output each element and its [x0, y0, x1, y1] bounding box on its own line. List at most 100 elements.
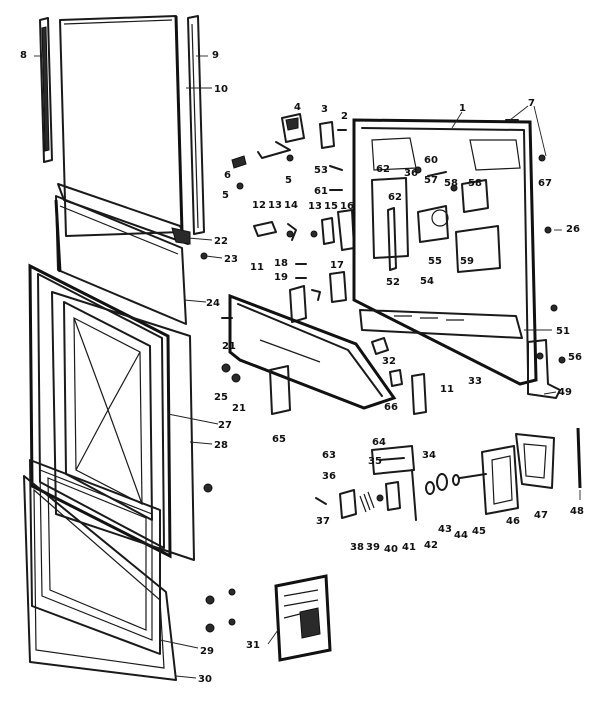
label-1: 1: [459, 103, 466, 114]
label-35: 35: [368, 456, 382, 467]
leader-lines: [34, 55, 581, 679]
label-21a: 21: [222, 341, 236, 352]
label-63: 63: [322, 450, 336, 461]
parts-36-38-39-40-spring-assembly: [339, 481, 401, 519]
part-46-fan-housing: [481, 445, 519, 515]
label-36a: 36: [404, 168, 418, 179]
label-11b: 11: [440, 384, 454, 395]
part-37-pin: [315, 497, 327, 505]
part-47-vent-cover: [515, 433, 555, 489]
part-51-bottom-rail: [359, 309, 523, 339]
screws-left: [200, 252, 241, 633]
part-22-bottom-trim: [57, 183, 191, 245]
part-8-left-trim-strip: [39, 17, 53, 163]
parts-12-13-14-hinges: [253, 221, 297, 241]
label-29: 29: [200, 646, 214, 657]
label-53: 53: [314, 165, 328, 176]
part-53-clip: [329, 165, 343, 171]
part-30-kick-plate: [23, 475, 177, 681]
label-9: 9: [212, 50, 219, 61]
label-41: 41: [402, 542, 416, 553]
label-58b: 58: [468, 178, 482, 189]
label-7: 7: [528, 98, 535, 109]
part-10-upper-door-panel: [59, 15, 184, 237]
label-52: 52: [386, 277, 400, 288]
label-60: 60: [424, 155, 438, 166]
part-60-57-58-rinse-dispenser: [414, 166, 458, 192]
label-30: 30: [198, 674, 212, 685]
label-11a: 11: [250, 262, 264, 273]
label-10: 10: [214, 84, 228, 95]
label-13a: 13: [268, 200, 282, 211]
parts-13-15-16-brackets: [310, 209, 355, 251]
label-62b: 62: [388, 192, 402, 203]
part-31-instruction-booklet: [274, 574, 332, 662]
part-49-hinge-bracket: [527, 339, 561, 399]
label-51: 51: [556, 326, 570, 337]
part-6-and-5-clips: [231, 154, 294, 190]
label-57: 57: [424, 175, 438, 186]
label-16: 16: [340, 201, 354, 212]
label-55: 55: [428, 256, 442, 267]
part-29-lower-panel: [29, 459, 161, 655]
label-5b: 5: [222, 190, 229, 201]
label-58a: 58: [444, 178, 458, 189]
part-48-rod: [576, 427, 582, 489]
label-17: 17: [330, 260, 344, 271]
label-15: 15: [324, 201, 338, 212]
label-38: 38: [350, 542, 364, 553]
label-5a: 5: [285, 175, 292, 186]
label-66: 66: [384, 402, 398, 413]
part-18-19-clips: [295, 263, 307, 279]
label-56: 56: [568, 352, 582, 363]
label-34: 34: [422, 450, 436, 461]
part-17-bracket: [311, 271, 347, 303]
label-28: 28: [214, 440, 228, 451]
part-65-strike: [269, 365, 291, 415]
part-11-side-rail-left: [289, 285, 307, 323]
part-52-latch-rod: [387, 207, 397, 271]
label-59: 59: [460, 256, 474, 267]
part-7-and-67-screws: [505, 119, 566, 364]
label-21b: 21: [232, 403, 246, 414]
part-9-right-trim-strip: [187, 15, 205, 235]
center-channel: [228, 293, 397, 410]
label-36b: 36: [322, 471, 336, 482]
label-48: 48: [570, 506, 584, 517]
label-27: 27: [218, 420, 232, 431]
label-22: 22: [214, 236, 228, 247]
label-46: 46: [506, 516, 520, 527]
label-24: 24: [206, 298, 220, 309]
label-40: 40: [384, 544, 398, 555]
part-42-43-44-washers: [425, 473, 460, 495]
label-19: 19: [274, 272, 288, 283]
label-37: 37: [316, 516, 330, 527]
label-4: 4: [294, 102, 301, 113]
part-4-door-latch-assembly: [257, 113, 305, 159]
label-64: 64: [372, 437, 386, 448]
label-2: 2: [341, 111, 348, 122]
part-28-inner-door-panel: [51, 291, 195, 561]
label-44: 44: [454, 530, 468, 541]
part-32-66-latch: [371, 337, 403, 387]
label-14: 14: [284, 200, 298, 211]
part-27-outer-door-frame: [28, 263, 172, 559]
label-8: 8: [20, 50, 27, 61]
part-45-shaft: [459, 473, 487, 479]
label-33: 33: [468, 376, 482, 387]
part-24-control-panel: [54, 195, 187, 325]
part-34-35-64-latch-plate: [371, 445, 417, 521]
label-42: 42: [424, 540, 438, 551]
label-54: 54: [420, 276, 434, 287]
part-1-inner-door-liner: [352, 118, 538, 386]
label-49: 49: [558, 387, 572, 398]
label-12: 12: [252, 200, 266, 211]
label-3: 3: [321, 104, 328, 115]
label-47: 47: [534, 510, 548, 521]
part-11-side-rail-right: [411, 373, 427, 415]
label-43: 43: [438, 524, 452, 535]
label-13b: 13: [308, 201, 322, 212]
label-32: 32: [382, 356, 396, 367]
label-65: 65: [272, 434, 286, 445]
